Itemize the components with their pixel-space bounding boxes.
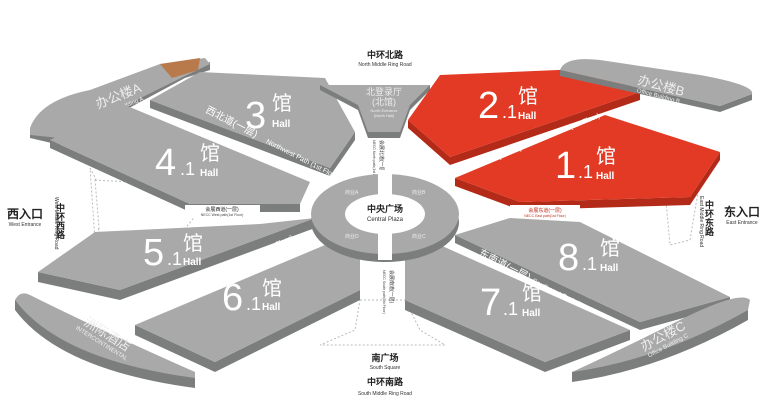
shop-d[interactable]: 商业D xyxy=(345,233,359,240)
hall-7-1[interactable]: 7 .1 馆 Hall xyxy=(405,245,630,372)
office-building-b[interactable]: 办公楼B Office Building B xyxy=(560,59,753,112)
west-road-label: 中环西路 xyxy=(55,202,66,240)
hall-7-1-zh: 馆 xyxy=(522,282,542,305)
hall-3-zh: 馆 xyxy=(272,92,292,115)
hall-5-1[interactable]: 5 .1 馆 Hall xyxy=(38,218,315,300)
east-path xyxy=(510,205,580,218)
west-entrance-label-en: West Entrance xyxy=(9,222,42,228)
hall-7-1-sub: .1 xyxy=(503,299,518,319)
hall-2-1-sub: .1 xyxy=(502,102,517,122)
west-road-label-en: West Middle Ring Road xyxy=(53,197,59,250)
hall-2-1-number: 2 xyxy=(478,85,499,127)
hall-1-1-sub: .1 xyxy=(578,162,593,182)
hall-6-1-en: Hall xyxy=(262,302,281,313)
hall-6-1-number: 6 xyxy=(222,277,243,319)
hall-8-1-sub: .1 xyxy=(582,254,597,274)
north-road-label: 中环北路 xyxy=(367,49,404,60)
hall-3-number: 3 xyxy=(245,95,266,137)
east-path-label-en: NECC East path(1st Floor) xyxy=(524,214,566,218)
hall-3-en: Hall xyxy=(272,119,291,130)
hall-7-1-en: Hall xyxy=(522,308,541,319)
hall-5-1-number: 5 xyxy=(143,232,164,274)
south-square-label-en: South Square xyxy=(370,365,401,371)
south-road-label-en: South Middle Ring Road xyxy=(358,391,412,397)
hall-2-1-en: Hall xyxy=(518,111,537,122)
north-entrance-hall[interactable]: 北登录厅 (北馆) North Entrance (North Hall) xyxy=(320,85,430,138)
south-path-label: 会展南道(一层) xyxy=(388,270,395,304)
hall-2-1-zh: 馆 xyxy=(518,85,538,108)
east-road-label-en: East Middle Ring Road xyxy=(698,196,704,247)
north-road-label-en: North Middle Ring Road xyxy=(358,62,412,68)
office-a-accent xyxy=(160,58,200,78)
hall-4-1[interactable]: 4 .1 馆 Hall xyxy=(50,103,310,212)
hall-6-1-zh: 馆 xyxy=(262,277,282,300)
north-entrance-label-2: (北馆) xyxy=(372,96,396,107)
west-entrance-label: 西入口 xyxy=(7,207,43,221)
hall-4-1-zh: 馆 xyxy=(200,142,220,165)
east-entrance-label: 东入口 xyxy=(724,204,760,219)
south-path-label-en: NECC South path(1st Floor) xyxy=(382,270,386,314)
hall-4-1-en: Hall xyxy=(200,168,219,179)
hall-8-1-zh: 馆 xyxy=(600,237,620,260)
central-plaza[interactable]: 中央广场 Central Plaza 商业A 商业B 商业C 商业D xyxy=(311,170,459,262)
west-path-label: 会展西道(一层) xyxy=(205,206,239,213)
north-path-label-en: NECC North path(1st Floor) xyxy=(372,140,376,183)
south-square-label: 南广场 xyxy=(371,352,398,363)
hall-1-1[interactable]: 1 .1 馆 Hall xyxy=(455,115,720,210)
shop-c[interactable]: 商业C xyxy=(412,233,426,240)
hall-8-1[interactable]: 8 .1 馆 Hall xyxy=(455,218,730,330)
hall-8-1-number: 8 xyxy=(558,237,579,279)
hall-7-1-number: 7 xyxy=(480,282,501,324)
hall-5-1-en: Hall xyxy=(183,257,202,268)
hall-5-1-zh: 馆 xyxy=(183,232,203,255)
west-path-label-en: NECC West path(1st Floor) xyxy=(201,213,244,217)
hall-1-1-en: Hall xyxy=(596,171,615,182)
hall-2-1[interactable]: 2 .1 馆 Hall xyxy=(408,68,640,165)
hall-6-1-sub: .1 xyxy=(246,294,261,314)
hall-3[interactable]: 3 馆 Hall xyxy=(150,72,355,176)
hall-5-1-sub: .1 xyxy=(167,249,182,269)
hall-4-1-number: 4 xyxy=(155,142,176,184)
central-plaza-label-en: Central Plaza xyxy=(367,217,404,223)
central-plaza-label: 中央广场 xyxy=(367,203,403,214)
north-entrance-label-en: North Entrance xyxy=(371,108,399,113)
north-entrance-label: 北登录厅 xyxy=(366,87,402,97)
north-path-label: 会展北道(一层) xyxy=(378,140,385,174)
east-entrance-label-en: East Entrance xyxy=(726,220,758,226)
hall-4-1-sub: .1 xyxy=(180,159,195,179)
hall-1-1-number: 1 xyxy=(555,145,576,187)
west-path xyxy=(185,205,260,217)
hall-1-1-zh: 馆 xyxy=(596,145,616,168)
east-road-label: 中环东路 xyxy=(704,199,715,237)
south-road-label: 中环南路 xyxy=(367,376,404,387)
east-path-label: 会展东道(一层) xyxy=(528,207,562,214)
hall-6-1[interactable]: 6 .1 馆 Hall xyxy=(135,245,360,372)
hall-8-1-en: Hall xyxy=(600,263,619,274)
north-entrance-label-en2: (North Hall) xyxy=(374,113,395,118)
shop-a[interactable]: 商业A xyxy=(345,189,359,196)
shop-b[interactable]: 商业B xyxy=(412,189,426,196)
